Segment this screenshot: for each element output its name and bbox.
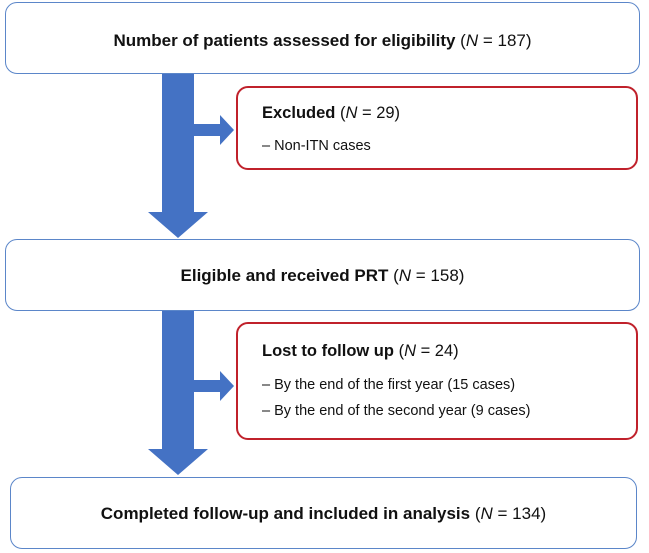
excluded-n-label: N [345,104,358,122]
completed-open-paren: ( [474,504,481,523]
eligible-open-paren: ( [393,266,399,285]
excluded-item: – Non-ITN cases [262,138,371,154]
lost-open-paren: ( [398,342,405,360]
lost-n-label: N [404,342,416,360]
excluded-label: Excluded [262,104,336,122]
lost-item-1: – By the end of the first year (15 cases… [262,377,515,393]
down-arrow-1 [148,74,208,238]
lost-item-2: – By the end of the second year (9 cases… [262,403,530,419]
eligible-box: Eligible and received PRT (N = 158) [5,239,640,311]
lost-item-1-bullet: – [262,377,271,393]
lost-item-2-text: By the end of the second year (9 cases) [274,403,531,419]
assessed-text: Number of patients assessed for eligibil… [6,29,639,53]
assessed-box: Number of patients assessed for eligibil… [5,2,640,74]
lost-label: Lost to follow up [262,342,394,360]
completed-text: Completed follow-up and included in anal… [11,502,636,526]
assessed-open-paren: ( [460,31,466,50]
excluded-open-paren: ( [339,104,346,122]
excluded-title: Excluded (N = 29) [262,104,400,123]
lost-item-1-text: By the end of the first year (15 cases) [274,377,516,393]
assessed-n-label: N [465,31,479,50]
eligible-text: Eligible and received PRT (N = 158) [6,264,639,288]
lost-title: Lost to follow up (N = 24) [262,342,459,361]
lost-item-2-bullet: – [262,403,271,419]
branch-arrow-1 [194,115,234,145]
completed-box: Completed follow-up and included in anal… [10,477,637,549]
eligible-label: Eligible and received PRT [180,266,389,285]
eligible-n-value: = 158) [415,266,465,285]
completed-n-value: = 134) [497,504,547,523]
lost-n-value: = 24) [420,342,459,360]
down-arrow-2 [148,311,208,475]
eligible-n-label: N [398,266,412,285]
excluded-item-bullet: – [262,138,271,154]
excluded-item-text: Non-ITN cases [274,138,371,154]
excluded-box: Excluded (N = 29) – Non-ITN cases [236,86,638,170]
excluded-n-value: = 29) [361,104,401,122]
completed-n-label: N [480,504,493,523]
lost-box: Lost to follow up (N = 24) – By the end … [236,322,638,440]
completed-label: Completed follow-up and included in anal… [100,504,471,523]
assessed-label: Number of patients assessed for eligibil… [113,31,456,50]
branch-arrow-2 [194,371,234,401]
assessed-n-value: = 187) [482,31,532,50]
